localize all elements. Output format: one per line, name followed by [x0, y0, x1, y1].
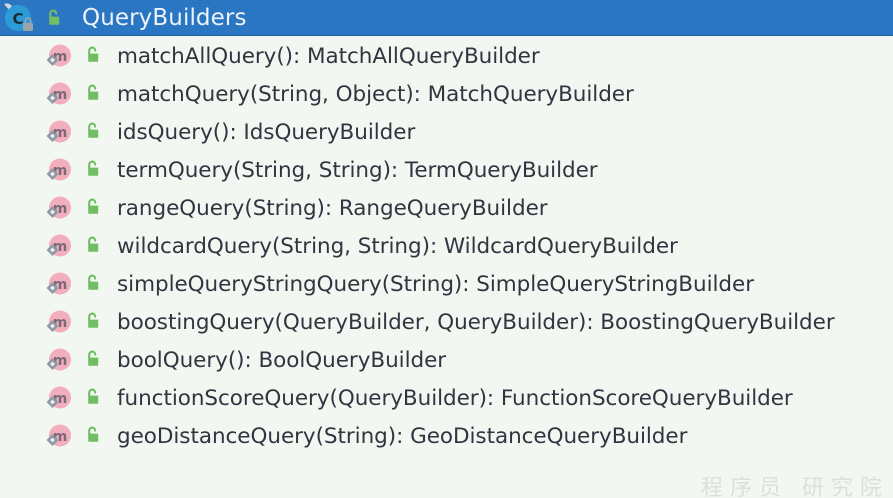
list-item[interactable]: m rangeQuery(String): RangeQueryBuilder: [0, 190, 893, 228]
method-icon: m: [44, 231, 74, 261]
method-icon: m: [44, 307, 74, 337]
list-item-label: matchAllQuery(): MatchAllQueryBuilder: [117, 44, 540, 69]
list-item-label: termQuery(String, String): TermQueryBuil…: [117, 158, 598, 183]
method-icon: m: [44, 421, 74, 451]
list-item[interactable]: m idsQuery(): IdsQueryBuilder: [0, 114, 893, 152]
list-item[interactable]: m functionScoreQuery(QueryBuilder): Funct…: [0, 380, 893, 418]
list-item[interactable]: m matchQuery(String, Object): MatchQueryB…: [0, 76, 893, 114]
public-unlocked-icon: [83, 45, 102, 64]
list-item-label: matchQuery(String, Object): MatchQueryBu…: [117, 82, 634, 107]
public-unlocked-icon: [44, 8, 63, 27]
method-icon: m: [44, 383, 74, 413]
list-item-label: idsQuery(): IdsQueryBuilder: [117, 120, 416, 145]
public-unlocked-icon: [83, 425, 102, 444]
public-unlocked-icon: [83, 235, 102, 254]
method-icon: m: [44, 155, 74, 185]
list-item[interactable]: m geoDistanceQuery(String): GeoDistanceQu…: [0, 418, 893, 456]
list-item-label: rangeQuery(String): RangeQueryBuilder: [117, 196, 548, 221]
class-icon: C: [2, 1, 36, 35]
list-item[interactable]: m wildcardQuery(String, String): Wildcard…: [0, 228, 893, 266]
list-item[interactable]: m matchAllQuery(): MatchAllQueryBuilder: [0, 38, 893, 76]
list-item[interactable]: m simpleQueryStringQuery(String): SimpleQ…: [0, 266, 893, 304]
watermark: 程序员 研究院: [701, 476, 889, 498]
list-item-label: wildcardQuery(String, String): WildcardQ…: [117, 234, 678, 259]
public-unlocked-icon: [83, 83, 102, 102]
public-unlocked-icon: [83, 197, 102, 216]
method-icon: m: [44, 345, 74, 375]
list-item-label: geoDistanceQuery(String): GeoDistanceQue…: [117, 424, 688, 449]
public-unlocked-icon: [83, 159, 102, 178]
method-icon: m: [44, 79, 74, 109]
public-unlocked-icon: [83, 311, 102, 330]
method-icon: m: [44, 117, 74, 147]
popup-header: C QueryBuilders: [0, 0, 893, 36]
list-item[interactable]: m termQuery(String, String): TermQueryBui…: [0, 152, 893, 190]
method-icon: m: [44, 269, 74, 299]
public-unlocked-icon: [83, 349, 102, 368]
page-title: QueryBuilders: [82, 5, 247, 31]
svg-text:C: C: [12, 10, 23, 28]
list-item-label: functionScoreQuery(QueryBuilder): Functi…: [117, 386, 793, 411]
method-icon: m: [44, 193, 74, 223]
list-item-label: boostingQuery(QueryBuilder, QueryBuilder…: [117, 310, 835, 335]
list-item-label: boolQuery(): BoolQueryBuilder: [117, 348, 447, 373]
list-item[interactable]: m boolQuery(): BoolQueryBuilder: [0, 342, 893, 380]
public-unlocked-icon: [83, 273, 102, 292]
list-item[interactable]: m boostingQuery(QueryBuilder, QueryBuilde…: [0, 304, 893, 342]
list-item-label: simpleQueryStringQuery(String): SimpleQu…: [117, 272, 754, 297]
method-icon: m: [44, 41, 74, 71]
public-unlocked-icon: [83, 121, 102, 140]
public-unlocked-icon: [83, 387, 102, 406]
